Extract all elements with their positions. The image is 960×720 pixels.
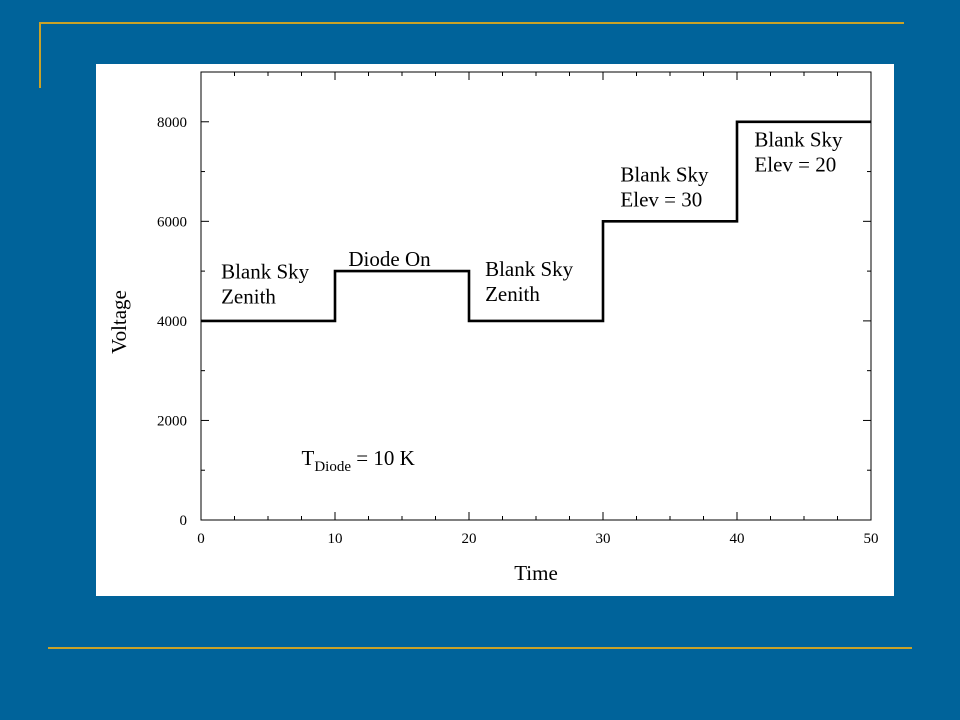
segment-annotation-3-line-2: Zenith <box>485 282 540 306</box>
diode-temperature-note: TDiode = 10 K <box>302 446 415 475</box>
voltage-step-line <box>201 120 871 323</box>
segment-annotation-4-line-2: Elev = 30 <box>620 187 702 211</box>
left-accent-rule <box>39 22 41 88</box>
x-tick-label: 10 <box>328 531 343 547</box>
bottom-accent-rule <box>48 647 912 649</box>
segment-annotation-4-line-1: Blank Sky <box>620 162 709 186</box>
x-tick-label: 20 <box>462 531 477 547</box>
x-tick-label: 30 <box>596 531 611 547</box>
segment-annotation-1-line-1: Blank Sky <box>221 259 310 283</box>
y-tick-label: 2000 <box>157 413 187 429</box>
chart-panel: 0 10 20 30 40 50 0 2000 4000 6000 8000 Time Voltag… <box>96 64 894 596</box>
y-tick-label: 0 <box>180 513 188 529</box>
x-tick-label: 40 <box>730 531 745 547</box>
y-tick-label: 6000 <box>157 214 187 230</box>
temp-subscript: Diode <box>314 459 351 475</box>
x-tick-label: 0 <box>197 531 205 547</box>
y-axis-title: Voltage <box>107 290 131 354</box>
segment-annotation-5-line-2: Elev = 20 <box>754 153 836 177</box>
y-tick-label: 4000 <box>157 314 187 330</box>
y-tick-label: 8000 <box>157 115 187 131</box>
axis-ticks <box>200 71 872 521</box>
x-axis-title: Time <box>514 561 558 585</box>
segment-annotation-2-line-1: Diode On <box>348 247 431 271</box>
top-accent-rule <box>40 22 904 24</box>
segment-annotation-1-line-2: Zenith <box>221 284 276 308</box>
x-tick-label: 50 <box>864 531 879 547</box>
segment-annotation-5-line-1: Blank Sky <box>754 128 843 152</box>
temp-prefix: T <box>302 446 315 470</box>
voltage-time-step-chart: 0 10 20 30 40 50 0 2000 4000 6000 8000 Time Voltag… <box>107 71 879 585</box>
segment-annotation-3-line-1: Blank Sky <box>485 257 574 281</box>
axis-tick-labels: 0 10 20 30 40 50 0 2000 4000 6000 8000 <box>157 115 879 547</box>
temp-suffix: = 10 K <box>351 446 415 470</box>
